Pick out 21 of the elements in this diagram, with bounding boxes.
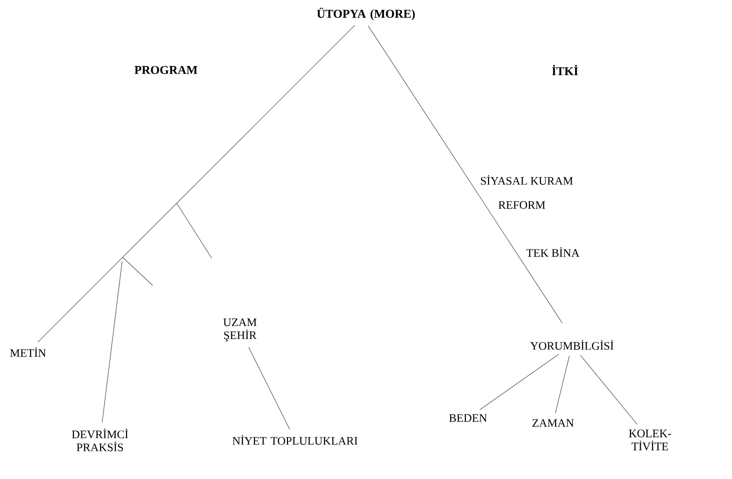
tree-label: ÜTOPYA (MORE) <box>316 8 415 20</box>
tree-line <box>248 346 290 430</box>
tree-label: TEK BİNA <box>526 247 580 257</box>
tree-label: UZAM ŞEHİR <box>223 318 257 342</box>
tree-line <box>102 261 122 423</box>
tree-line <box>368 26 562 324</box>
tree-label: YORUMBİLGİSİ <box>530 340 614 350</box>
tree-label: SİYASAL KURAM <box>480 175 573 185</box>
tree-line <box>555 356 570 414</box>
tree-line <box>37 25 356 343</box>
tree-label: METİN <box>10 347 46 357</box>
tree-label: BEDEN <box>449 414 487 422</box>
tree-label: KOLEK-TİVİTE <box>628 430 671 450</box>
tree-label: REFORM <box>498 201 546 209</box>
tree-label: NİYET TOPLULUKLARI <box>232 435 358 445</box>
tree-label: PROGRAM <box>134 66 198 74</box>
tree-label: İTKİ <box>552 64 578 76</box>
tree-line <box>480 354 560 410</box>
tree-label: ZAMAN <box>532 419 574 427</box>
tree-label: DEVRİMCİ PRAKSİS <box>72 428 128 452</box>
tree-line <box>580 354 638 425</box>
